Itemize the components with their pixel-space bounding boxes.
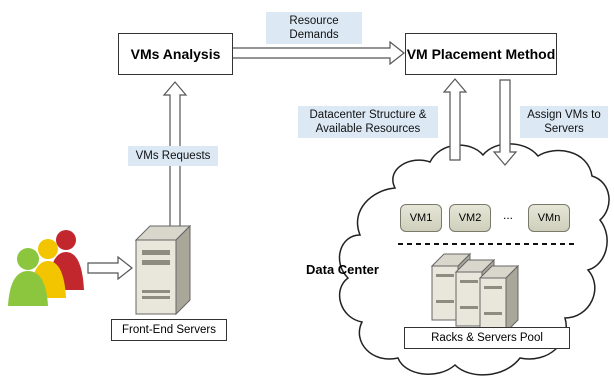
vm-placement-label: VM Placement Method [406,46,556,62]
datacenter-structure-label: Datacenter Structure & Available Resourc… [298,106,438,138]
vms-analysis-label: VMs Analysis [130,46,221,62]
vm-1: VM1 [400,204,442,232]
front-end-servers-box: Front-End Servers [111,319,227,341]
vm-placement-box: VM Placement Method [405,33,557,75]
front-end-servers-label: Front-End Servers [122,324,216,336]
vms-requests-label: VMs Requests [128,146,218,166]
vm-2: VM2 [449,204,491,232]
racks-pool-box: Racks & Servers Pool [404,327,570,349]
vms-analysis-box: VMs Analysis [118,33,233,75]
users-group-icon [8,230,84,306]
data-center-title: Data Center [306,262,379,277]
vm-ellipsis: ... [503,208,514,222]
racks-pool-label: Racks & Servers Pool [431,332,543,344]
arrow-resource-demands [231,40,405,66]
vm-n: VMn [528,204,570,232]
resource-demands-label: Resource Demands [266,12,362,44]
assign-vms-label: Assign VMs to Servers [520,106,608,138]
arrow-assign-vms [492,79,518,166]
server-rack-icon [430,252,520,334]
arrow-users-to-frontend [87,255,133,281]
arrow-datacenter-structure [442,78,468,161]
server-tower-icon [134,224,192,316]
